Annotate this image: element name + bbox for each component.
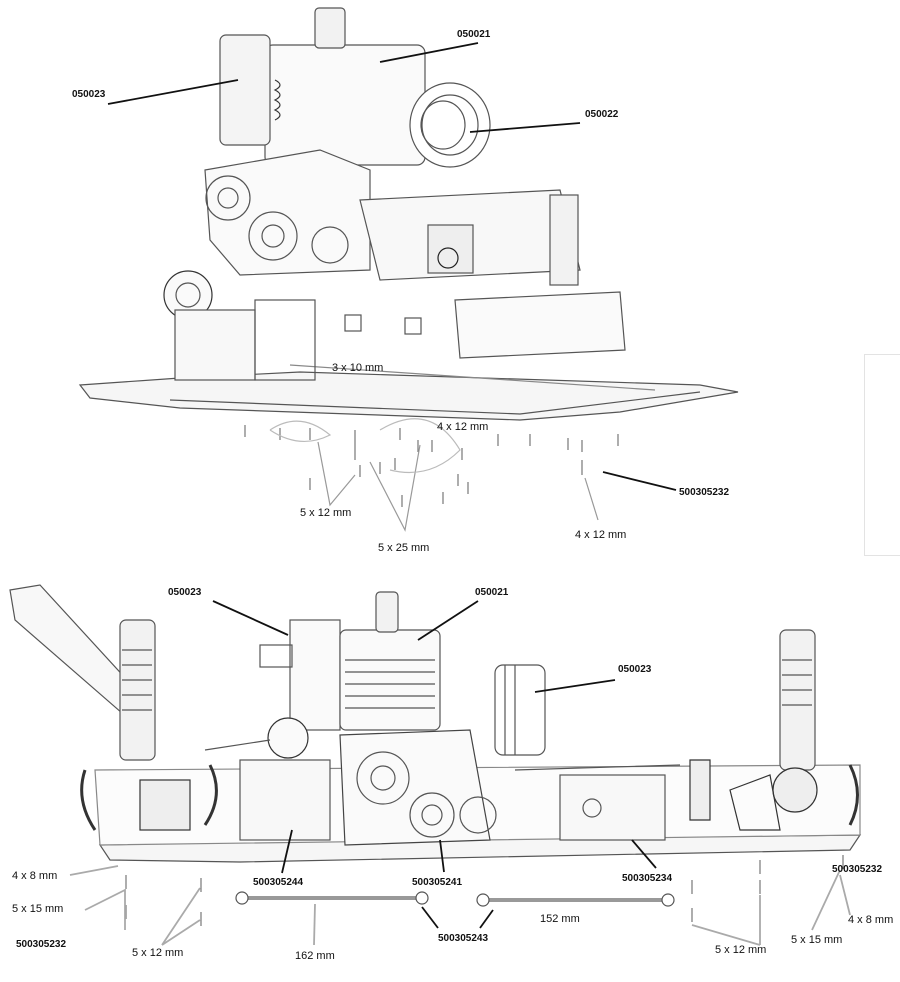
screw-label-4x12: 4 x 12 mm	[437, 421, 489, 433]
side-receiver-box	[514, 764, 681, 841]
part-label-050022: 050022	[585, 109, 619, 120]
screw-label-5x12-right: 5 x 12 mm	[715, 944, 767, 956]
screw-label-3x10: 3 x 10 mm	[332, 362, 384, 374]
top-chassis-plate	[78, 364, 739, 421]
part-label-500305243: 500305243	[438, 933, 489, 944]
side-driveshafts	[235, 891, 675, 907]
top-gearbox	[204, 149, 371, 276]
part-label-050023: 050023	[72, 89, 106, 100]
part-label-500305232-right: 500305232	[832, 864, 883, 875]
part-label-500305232-left: 500305232	[16, 939, 67, 950]
part-label-050023: 050023	[168, 587, 202, 598]
screw-label-4x8-right: 4 x 8 mm	[848, 914, 894, 926]
top-leader-lines	[107, 42, 677, 491]
part-label-050021: 050021	[457, 29, 491, 40]
part-label-500305244: 500305244	[253, 877, 304, 888]
rod-length-162: 162 mm	[295, 950, 335, 962]
top-servo-tray	[359, 189, 581, 286]
screw-label-4x12-right: 4 x 12 mm	[575, 529, 627, 541]
part-label-500305232: 500305232	[679, 487, 730, 498]
part-label-050021: 050021	[475, 587, 509, 598]
top-receiver-box	[344, 291, 626, 359]
top-screws	[244, 418, 619, 532]
top-engine	[219, 7, 491, 168]
top-fuel-tank	[163, 270, 316, 381]
side-rear-suspension	[689, 629, 859, 831]
screw-label-5x15-right: 5 x 15 mm	[791, 934, 843, 946]
side-gearbox	[339, 729, 497, 846]
part-label-050023-exhaust: 050023	[618, 664, 652, 675]
part-label-500305241: 500305241	[412, 877, 463, 888]
rod-length-152: 152 mm	[540, 913, 580, 925]
side-engine	[259, 591, 546, 756]
screw-label-5x12: 5 x 12 mm	[300, 507, 352, 519]
screw-label-5x25: 5 x 25 mm	[378, 542, 430, 554]
screw-label-5x15-left: 5 x 15 mm	[12, 903, 64, 915]
side-screws	[69, 855, 851, 946]
side-front-suspension	[9, 584, 218, 831]
side-leader-lines	[212, 600, 657, 929]
screw-label-5x12-left: 5 x 12 mm	[132, 947, 184, 959]
screw-label-4x8-left: 4 x 8 mm	[12, 870, 58, 882]
side-panel-edge	[864, 354, 900, 556]
side-fuel-tank	[204, 717, 331, 841]
part-label-500305234: 500305234	[622, 873, 673, 884]
